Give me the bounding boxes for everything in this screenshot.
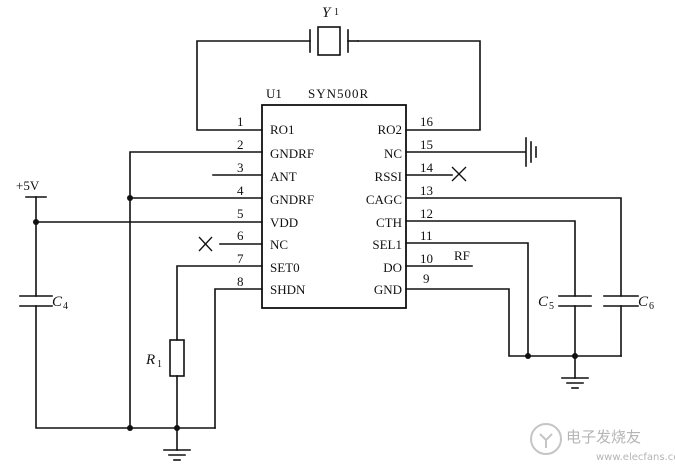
pin-num-3: 3 (237, 160, 244, 175)
wire-cth (405, 220, 576, 297)
right-pin-names: RO2 NC RSSI CAGC CTH SEL1 DO GND (366, 122, 402, 297)
u1-designator: U1 (266, 86, 282, 101)
no-connect-mark-14 (451, 166, 467, 182)
pin-num-13: 13 (420, 183, 433, 198)
rf-net-label: RF (454, 248, 470, 263)
pin-num-12: 12 (420, 206, 433, 221)
pin-num-1: 1 (237, 114, 244, 129)
pin-name-7: SET0 (270, 260, 300, 275)
resistor-r1: R 1 (145, 265, 263, 451)
pin-name-13: CAGC (366, 192, 402, 207)
ground-symbol-left (163, 449, 191, 461)
wire-gnd-9 (405, 288, 622, 357)
ground-symbol-right (561, 377, 589, 389)
wire-cagc (405, 197, 622, 297)
wire-ro1-to-crystal (196, 40, 311, 131)
watermark-text: 电子发烧友 (566, 428, 641, 446)
wire-ro2-to-crystal (357, 40, 481, 131)
pin-num-5: 5 (237, 206, 244, 221)
supply-5v: +5V C 4 (16, 178, 263, 429)
no-connect-mark-6 (198, 236, 213, 252)
crystal-ref: Y (322, 5, 332, 21)
wire-set0 (176, 265, 263, 341)
wire-ground-bus (35, 305, 216, 429)
crystal-body (317, 26, 341, 56)
pin-num-6: 6 (237, 228, 244, 243)
r1-ref: R (145, 352, 155, 368)
pin-num-8: 8 (237, 274, 244, 289)
watermark: 电子发烧友 www.elecfans.com (530, 423, 675, 463)
pin-name-2: GNDRF (270, 146, 314, 161)
pin-name-4: GNDRF (270, 192, 314, 207)
pin-name-9: GND (374, 282, 402, 297)
pin-num-9: 9 (423, 271, 430, 286)
supply-label: +5V (16, 178, 40, 193)
u1-part-number: SYN500R (308, 86, 369, 101)
pin-name-10: DO (383, 260, 402, 275)
r1-body (169, 339, 185, 377)
right-pin-numbers: 16 15 14 13 12 11 10 9 (420, 114, 434, 286)
r1-sub: 1 (157, 359, 162, 370)
pin-num-15: 15 (420, 137, 433, 152)
ground-symbol-right-top (525, 137, 537, 167)
pin-num-16: 16 (420, 114, 434, 129)
pin-num-10: 10 (420, 251, 433, 266)
pin-name-15: NC (384, 146, 402, 161)
pin-name-6: NC (270, 237, 288, 252)
pin-num-4: 4 (237, 183, 244, 198)
crystal-sub: 1 (334, 7, 339, 18)
pin-num-7: 7 (237, 251, 244, 266)
wire-shdn (214, 288, 263, 429)
pin-name-3: ANT (270, 169, 297, 184)
pin-name-5: VDD (270, 215, 298, 230)
pin-name-8: SHDN (270, 282, 306, 297)
crystal-y1: Y 1 (196, 5, 481, 131)
pin-num-2: 2 (237, 137, 244, 152)
pin-num-14: 14 (420, 160, 434, 175)
left-pin-numbers: 1 2 3 4 5 6 7 8 (237, 114, 244, 289)
u1-chip-body (261, 104, 407, 309)
pin-name-16: RO2 (377, 122, 402, 137)
watermark-logo-icon (530, 423, 562, 455)
pin-name-11: SEL1 (372, 237, 402, 252)
watermark-url: www.elecfans.com (596, 452, 675, 463)
pin-name-1: RO1 (270, 122, 295, 137)
left-pin-names: RO1 GNDRF ANT GNDRF VDD NC SET0 SHDN (270, 122, 314, 297)
wire-sel1 (405, 242, 529, 357)
pin-num-11: 11 (420, 228, 433, 243)
pin-name-14: RSSI (375, 169, 402, 184)
c6-ref: C (638, 294, 649, 310)
pin-name-12: CTH (376, 215, 402, 230)
wire-gndrf-2 (129, 151, 263, 429)
c5-ref: C (538, 294, 549, 310)
c6-sub: 6 (649, 301, 654, 312)
c5-sub: 5 (549, 301, 554, 312)
c4-ref: C (52, 294, 63, 310)
c4-sub: 4 (63, 301, 68, 312)
